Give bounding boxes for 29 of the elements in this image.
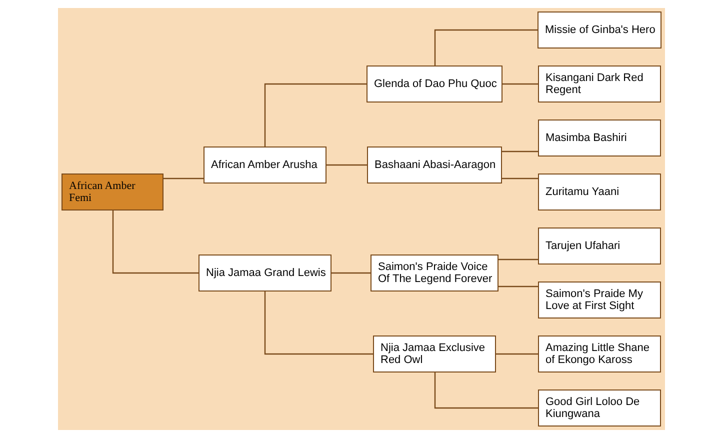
- node-box: Missie of Ginba's Hero: [538, 12, 662, 48]
- connector: [331, 272, 371, 274]
- node-box: Njia Jamaa Exclusive Red Owl: [373, 336, 496, 372]
- connector: [326, 164, 368, 166]
- connector: [502, 83, 538, 85]
- connector: [502, 178, 538, 180]
- node-box: Tarujen Ufahari: [538, 228, 661, 264]
- node-box: Zuritamu Yaani: [538, 174, 661, 210]
- connector: [264, 291, 374, 355]
- connector: [496, 353, 538, 355]
- node-box: Kisangani Dark Red Regent: [538, 66, 661, 102]
- node-box: Good Girl Loloo De Kiungwana: [538, 390, 661, 426]
- node-box: Amazing Little Shane of Ekongo Kaross: [538, 336, 661, 372]
- node-box: Njia Jamaa Grand Lewis: [198, 254, 332, 292]
- connector: [502, 150, 538, 152]
- node-box: African Amber Femi: [62, 174, 164, 210]
- node-box: Masimba Bashiri: [538, 120, 661, 156]
- node-box: Saimon's Praide Voice Of The Legend Forever: [370, 254, 498, 292]
- node-box: Saimon's Praide My Love at First Sight: [538, 282, 661, 318]
- connector: [163, 178, 204, 180]
- node-box: African Amber Arusha: [204, 146, 326, 184]
- node-box: Glenda of Dao Phu Quoc: [366, 66, 502, 102]
- connector: [434, 29, 538, 66]
- node-box: Bashaani Abasi-Aaragon: [367, 146, 502, 184]
- connector: [498, 258, 538, 260]
- connector: [264, 83, 367, 147]
- connector: [112, 210, 199, 274]
- connector: [498, 286, 538, 288]
- connector: [434, 372, 538, 409]
